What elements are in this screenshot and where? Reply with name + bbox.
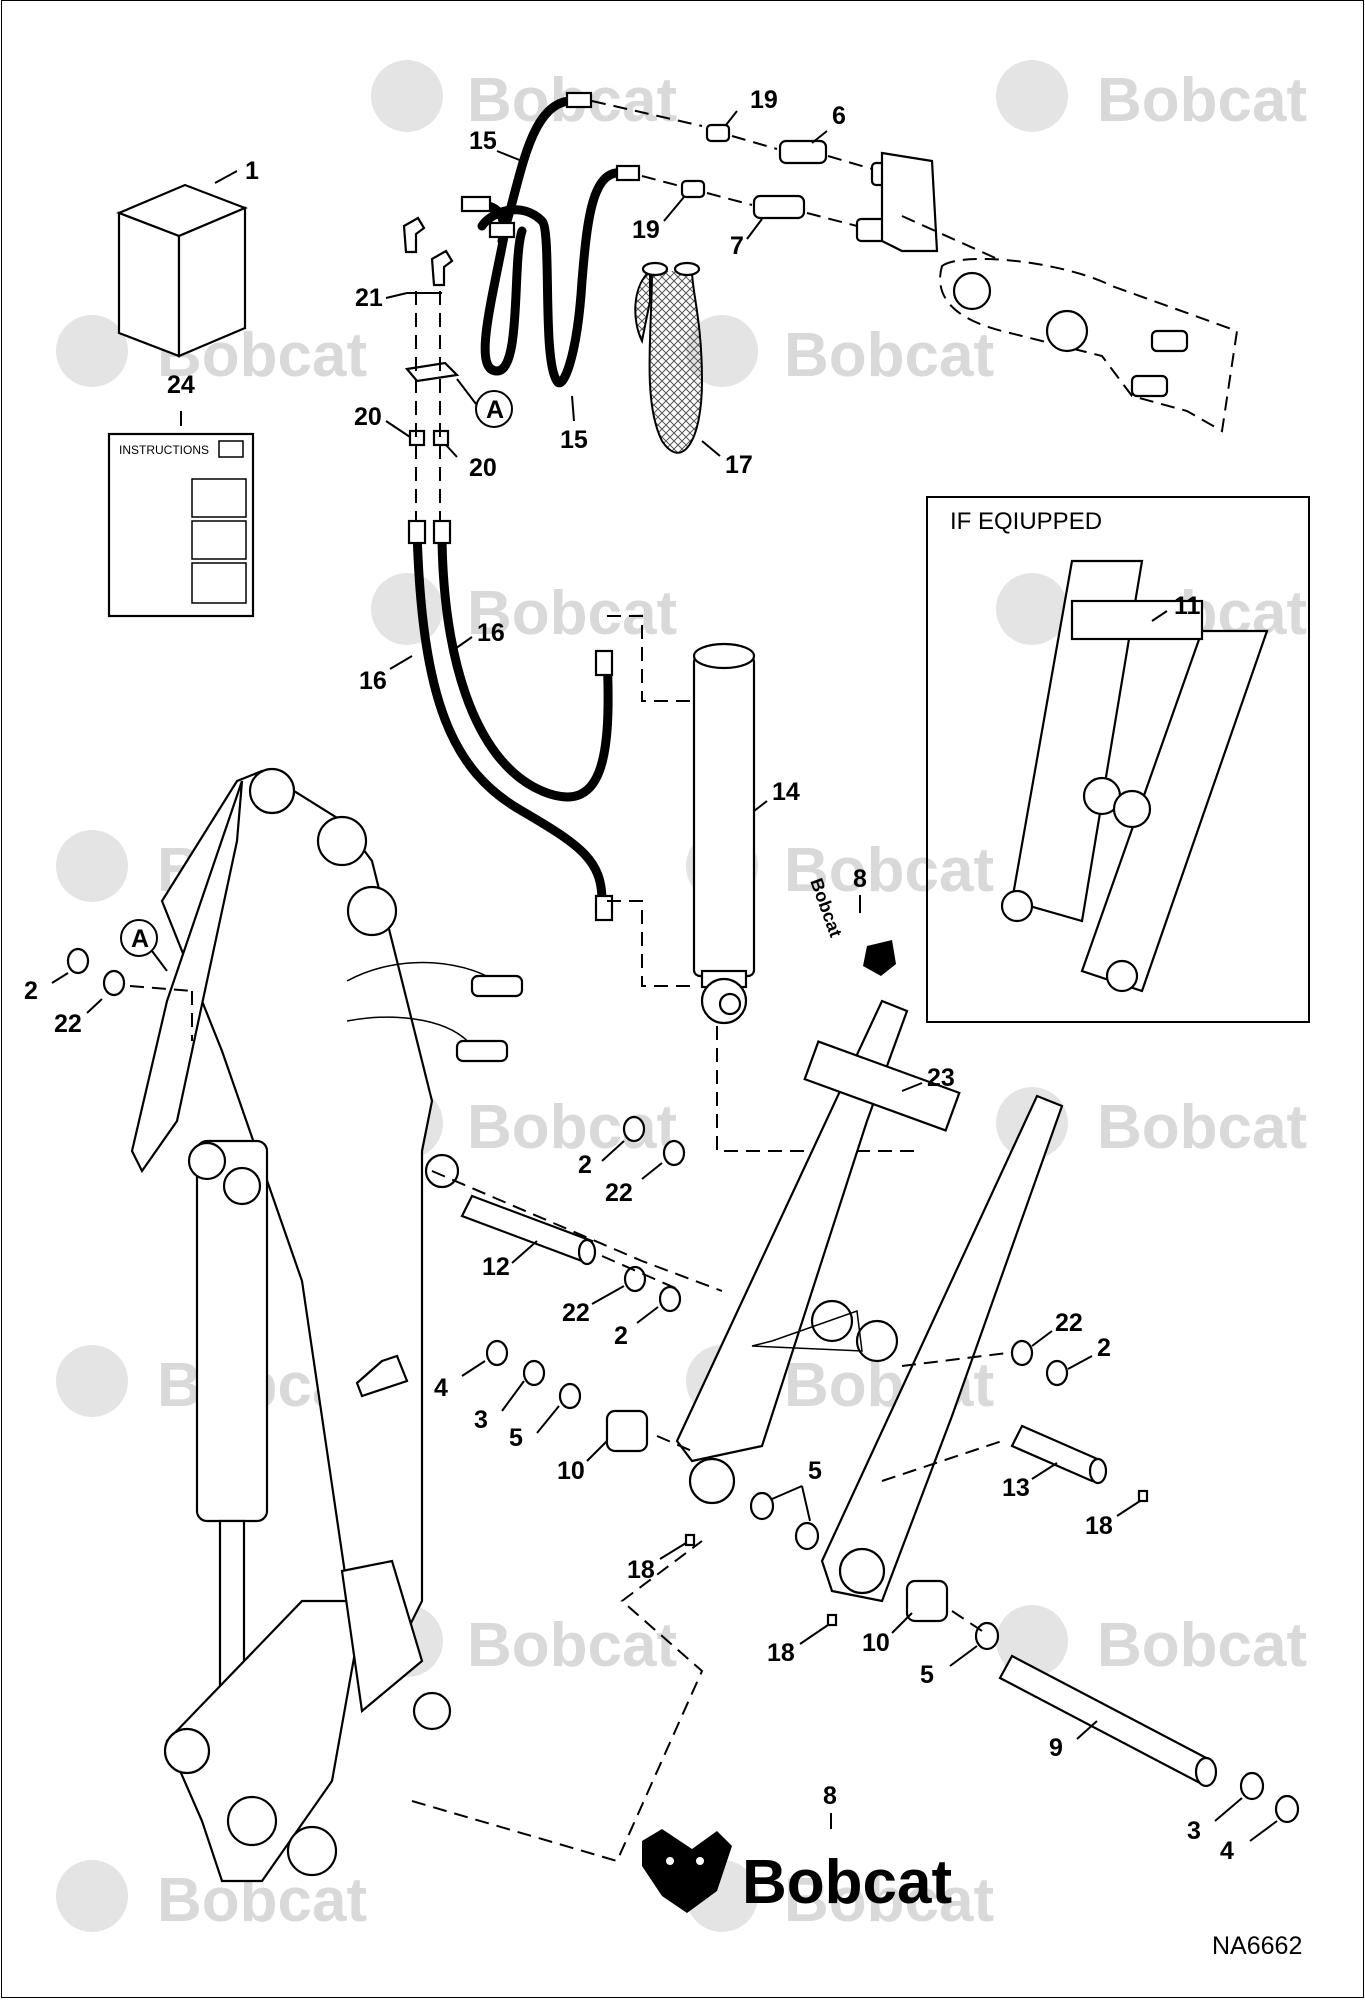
- svg-text:A: A: [131, 925, 149, 953]
- svg-text:4: 4: [1220, 1837, 1234, 1865]
- pin-12: [460, 1194, 597, 1266]
- bushings-10: [605, 1409, 949, 1623]
- svg-text:Bobcat: Bobcat: [784, 836, 994, 905]
- svg-text:10: 10: [557, 1457, 585, 1485]
- rings: [66, 947, 1300, 1824]
- svg-text:10: 10: [862, 1629, 890, 1657]
- svg-text:Bobcat: Bobcat: [467, 1611, 677, 1680]
- svg-text:5: 5: [920, 1661, 934, 1689]
- svg-text:3: 3: [1187, 1817, 1201, 1845]
- svg-text:4: 4: [434, 1374, 448, 1402]
- svg-text:1: 1: [245, 157, 259, 185]
- svg-text:20: 20: [469, 454, 497, 482]
- svg-text:19: 19: [632, 216, 660, 244]
- part-17-hose-sleeve: [634, 261, 704, 454]
- svg-text:24: 24: [167, 371, 195, 399]
- svg-text:23: 23: [927, 1064, 955, 1092]
- svg-text:22: 22: [1055, 1309, 1083, 1337]
- svg-text:5: 5: [509, 1424, 523, 1452]
- svg-text:Bobcat: Bobcat: [467, 1093, 677, 1162]
- part-24-instructions: INSTRUCTIONS: [107, 411, 255, 618]
- svg-text:8: 8: [853, 865, 867, 893]
- leader-lines-pins: [601, 1255, 1008, 1632]
- svg-text:7: 7: [730, 232, 744, 260]
- inset-title: IF EQIUPPED: [950, 508, 1102, 535]
- svg-text:5: 5: [808, 1457, 822, 1485]
- watermark: Bobcat: [371, 60, 677, 135]
- grease-fittings-18: [684, 1489, 1149, 1627]
- watermark: Bobcat: [686, 315, 994, 390]
- svg-text:15: 15: [560, 426, 588, 454]
- svg-text:Bobcat: Bobcat: [784, 321, 994, 390]
- svg-text:12: 12: [482, 1253, 510, 1281]
- svg-text:Bobcat: Bobcat: [1097, 1093, 1307, 1162]
- svg-text:2: 2: [24, 977, 38, 1005]
- boom: [130, 767, 524, 1883]
- part-14-cylinder: [607, 615, 922, 1152]
- bracket-a: [404, 361, 460, 447]
- svg-text:2: 2: [1097, 1334, 1111, 1362]
- svg-text:13: 13: [1002, 1474, 1030, 1502]
- leader-lines-top: [415, 100, 873, 521]
- svg-text:20: 20: [354, 403, 382, 431]
- svg-text:16: 16: [359, 667, 387, 695]
- figure-code: NA6662: [1212, 1932, 1302, 1960]
- svg-text:INSTRUCTIONS: INSTRUCTIONS: [119, 443, 209, 457]
- svg-text:8: 8: [823, 1782, 837, 1810]
- svg-text:18: 18: [1085, 1512, 1113, 1540]
- svg-text:22: 22: [562, 1299, 590, 1327]
- svg-text:9: 9: [1049, 1734, 1063, 1762]
- svg-text:3: 3: [474, 1406, 488, 1434]
- part-21-elbows: [402, 216, 454, 294]
- callouts: 1 24 15 19 6 19 7 21 20 20 A 15 17 16 16…: [24, 86, 1278, 1865]
- inset-if-equipped: IF EQIUPPED: [926, 496, 1310, 1023]
- brand-wordmark: Bobcat: [742, 1848, 952, 1917]
- bobcat-logo-icon: [642, 1829, 732, 1913]
- svg-text:14: 14: [772, 778, 800, 806]
- watermark: Bobcat: [686, 1860, 994, 1935]
- svg-text:22: 22: [605, 1179, 633, 1207]
- svg-text:6: 6: [832, 102, 846, 130]
- svg-text:22: 22: [54, 1010, 82, 1038]
- svg-text:21: 21: [355, 284, 383, 312]
- pin-13: [1010, 1424, 1108, 1485]
- svg-text:19: 19: [750, 86, 778, 114]
- leader-lines-left: [129, 985, 723, 1863]
- watermark: Bobcat: [996, 1605, 1307, 1680]
- pin-9: [998, 1654, 1218, 1788]
- hose-15-upper: [460, 91, 641, 388]
- arm-end-detail: [901, 215, 1239, 433]
- svg-text:18: 18: [627, 1556, 655, 1584]
- svg-text:Bobcat: Bobcat: [1097, 66, 1307, 135]
- svg-text:18: 18: [767, 1639, 795, 1667]
- svg-text:Bobcat: Bobcat: [1097, 1611, 1307, 1680]
- part-1-box: [116, 170, 248, 358]
- svg-text:2: 2: [578, 1151, 592, 1179]
- fittings-19-6-7: [680, 123, 939, 253]
- svg-text:A: A: [486, 396, 504, 424]
- svg-text:11: 11: [1174, 592, 1201, 620]
- watermark: Bobcat: [996, 60, 1307, 135]
- part-23-bucket-link: [675, 999, 1064, 1603]
- svg-text:15: 15: [469, 127, 497, 155]
- part-8-bobcat-decal: Bobcat: [642, 1829, 952, 1917]
- svg-text:2: 2: [614, 1322, 628, 1350]
- svg-text:17: 17: [725, 451, 753, 479]
- svg-text:16: 16: [477, 619, 505, 647]
- svg-text:Bobcat: Bobcat: [784, 1866, 994, 1935]
